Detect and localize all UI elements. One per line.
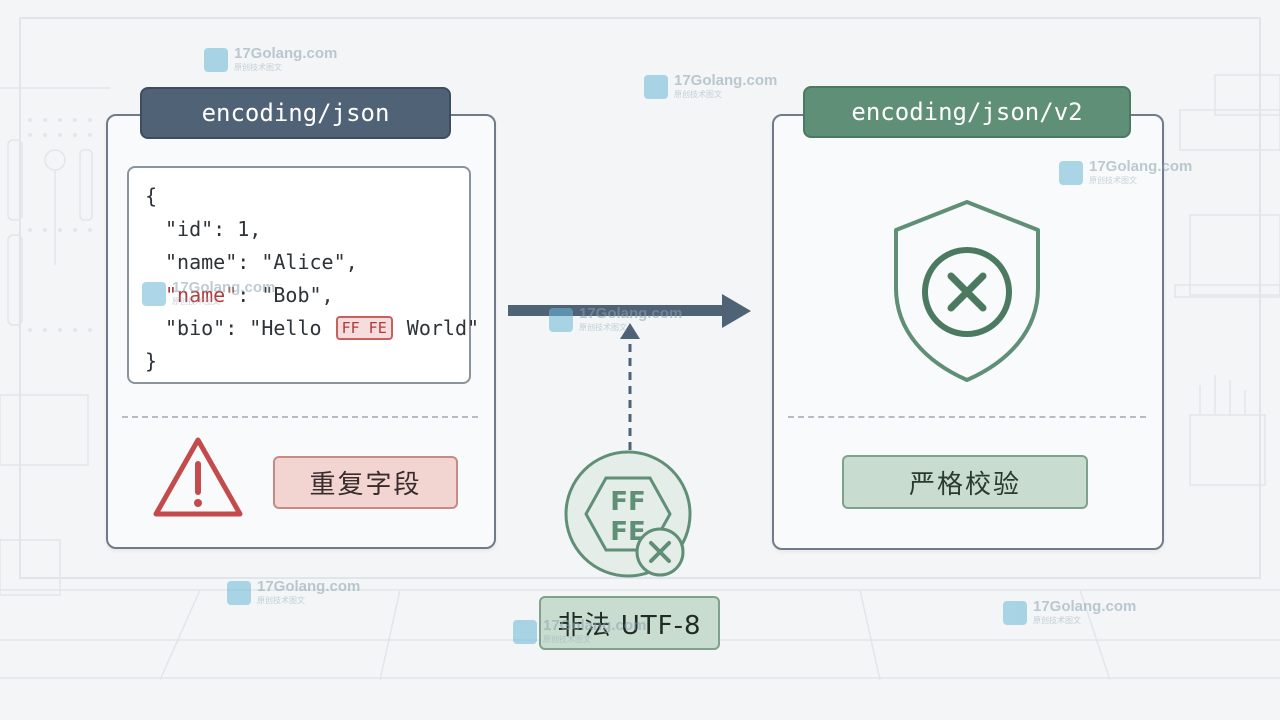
watermark-tagline: 原创技术图文 bbox=[234, 63, 282, 72]
watermark-tagline: 原创技术图文 bbox=[257, 596, 305, 605]
duplicate-key: "name" bbox=[165, 283, 238, 307]
watermark-logo-icon bbox=[1059, 161, 1083, 185]
watermark-tagline: 原创技术图文 bbox=[1033, 616, 1081, 625]
left-divider bbox=[122, 416, 478, 418]
encoding-json-v2-tab: encoding/json/v2 bbox=[803, 86, 1131, 138]
watermark-site: 17Golang.com bbox=[674, 72, 778, 89]
watermark-site: 17Golang.com bbox=[579, 305, 683, 322]
watermark-logo-icon bbox=[204, 48, 228, 72]
watermark-logo-icon bbox=[227, 581, 251, 605]
code-line-name-alice: "name": "Alice", bbox=[165, 250, 358, 274]
code-line-bio: "bio": "Hello FF FE World" bbox=[165, 316, 479, 340]
watermark-logo-icon bbox=[142, 282, 166, 306]
strict-validation-label: 严格校验 bbox=[842, 455, 1088, 509]
bio-end: World" bbox=[406, 316, 480, 340]
invalid-bytes-badge: FF FE bbox=[335, 316, 393, 340]
watermark-tagline: 原创技术图文 bbox=[1089, 176, 1137, 185]
code-line-name-bob: "name": "Bob", bbox=[165, 283, 334, 307]
code-close-brace: } bbox=[145, 349, 158, 373]
watermark-logo-icon bbox=[513, 620, 537, 644]
watermark-site: 17Golang.com bbox=[543, 617, 647, 634]
watermark-logo-icon bbox=[549, 308, 573, 332]
watermark-site: 17Golang.com bbox=[1089, 158, 1193, 175]
right-divider bbox=[788, 416, 1146, 418]
watermark-tagline: 原创技术图文 bbox=[579, 323, 627, 332]
duplicate-value: : "Bob", bbox=[237, 283, 334, 307]
watermark-tagline: 原创技术图文 bbox=[674, 90, 722, 99]
watermark-site: 17Golang.com bbox=[1033, 598, 1137, 615]
json-code-box: { "id": 1, "name": "Alice", "name": "Bob… bbox=[127, 166, 479, 384]
watermark-site: 17Golang.com bbox=[234, 45, 338, 62]
watermark-site: 17Golang.com bbox=[172, 279, 276, 296]
hex-ff-text: FF bbox=[610, 487, 646, 517]
warning-icon bbox=[153, 437, 243, 517]
watermark-site: 17Golang.com bbox=[257, 578, 361, 595]
watermark-logo-icon bbox=[1003, 601, 1027, 625]
invalid-utf8-icon: FF FE bbox=[564, 450, 692, 578]
watermark-tagline: 原创技术图文 bbox=[543, 635, 591, 644]
code-open-brace: { bbox=[145, 184, 158, 208]
code-line-id: "id": 1, bbox=[165, 217, 262, 241]
bio-key: "bio": "Hello bbox=[165, 316, 322, 340]
encoding-json-tab: encoding/json bbox=[140, 87, 451, 139]
watermark-logo-icon bbox=[644, 75, 668, 99]
watermark-tagline: 原创技术图文 bbox=[172, 297, 220, 306]
duplicate-fields-label: 重复字段 bbox=[273, 456, 458, 509]
invalid-utf8-label: 非法 UTF-8 bbox=[539, 596, 720, 650]
flow-arrows bbox=[508, 294, 751, 450]
shield-x-icon bbox=[894, 200, 1040, 382]
